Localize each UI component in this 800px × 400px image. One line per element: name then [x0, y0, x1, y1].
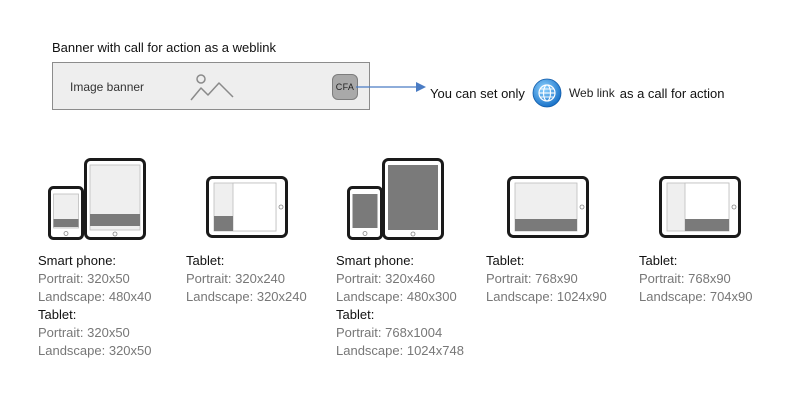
cfa-button[interactable]: CFA — [332, 74, 358, 100]
spec-value: Landscape: 320x240 — [186, 289, 307, 304]
spec-value: Landscape: 320x50 — [38, 343, 152, 358]
spec-block-5: Tablet: Portrait: 768x90 Landscape: 704x… — [639, 252, 752, 306]
spec-heading: Smart phone: — [336, 253, 415, 268]
spec-value: Portrait: 320x50 — [38, 325, 130, 340]
banner-label: Image banner — [70, 80, 145, 94]
spec-heading: Tablet: — [639, 253, 678, 268]
spec-value: Portrait: 320x50 — [38, 271, 130, 286]
smartphone-portrait-icon — [48, 186, 84, 240]
spec-value: Portrait: 768x90 — [639, 271, 731, 286]
tablet-landscape-sidebar-banner-icon — [659, 176, 741, 238]
tablet-fullscreen-icon — [382, 158, 444, 240]
tablet-landscape-icon — [206, 176, 288, 238]
web-link-label[interactable]: Web link — [568, 86, 615, 100]
arrow-icon — [356, 82, 426, 92]
smartphone-fullscreen-icon — [347, 186, 383, 240]
spec-value: Portrait: 320x240 — [186, 271, 286, 286]
spec-block-2: Tablet: Portrait: 320x240 Landscape: 320… — [186, 252, 307, 306]
spec-heading: Tablet: — [38, 307, 77, 322]
cfa-note: You can set only Web link as a call for … — [430, 78, 725, 108]
note-suffix: as a call for action — [619, 85, 725, 101]
note-prefix: You can set only — [430, 85, 525, 101]
spec-value: Portrait: 320x460 — [336, 271, 436, 286]
spec-block-3: Smart phone: Portrait: 320x460 Landscape… — [336, 252, 464, 360]
section-title: Banner with call for action as a weblink — [52, 40, 277, 55]
spec-value: Portrait: 768x90 — [486, 271, 578, 286]
spec-heading: Tablet: — [486, 253, 525, 268]
spec-value: Landscape: 704x90 — [639, 289, 753, 304]
spec-value: Landscape: 1024x90 — [486, 289, 607, 304]
image-placeholder-icon — [190, 74, 234, 101]
spec-heading: Smart phone: — [38, 253, 117, 268]
globe-icon — [532, 78, 562, 108]
spec-heading: Tablet: — [186, 253, 225, 268]
spec-value: Landscape: 1024x748 — [336, 343, 464, 358]
spec-value: Landscape: 480x300 — [336, 289, 457, 304]
spec-block-4: Tablet: Portrait: 768x90 Landscape: 1024… — [486, 252, 607, 306]
spec-value: Landscape: 480x40 — [38, 289, 152, 304]
spec-block-1: Smart phone: Portrait: 320x50 Landscape:… — [38, 252, 151, 360]
spec-heading: Tablet: — [336, 307, 375, 322]
spec-value: Portrait: 768x1004 — [336, 325, 443, 340]
tablet-landscape-banner-icon — [507, 176, 589, 238]
image-banner[interactable]: Image banner CFA — [52, 62, 370, 110]
tablet-portrait-icon — [84, 158, 146, 240]
